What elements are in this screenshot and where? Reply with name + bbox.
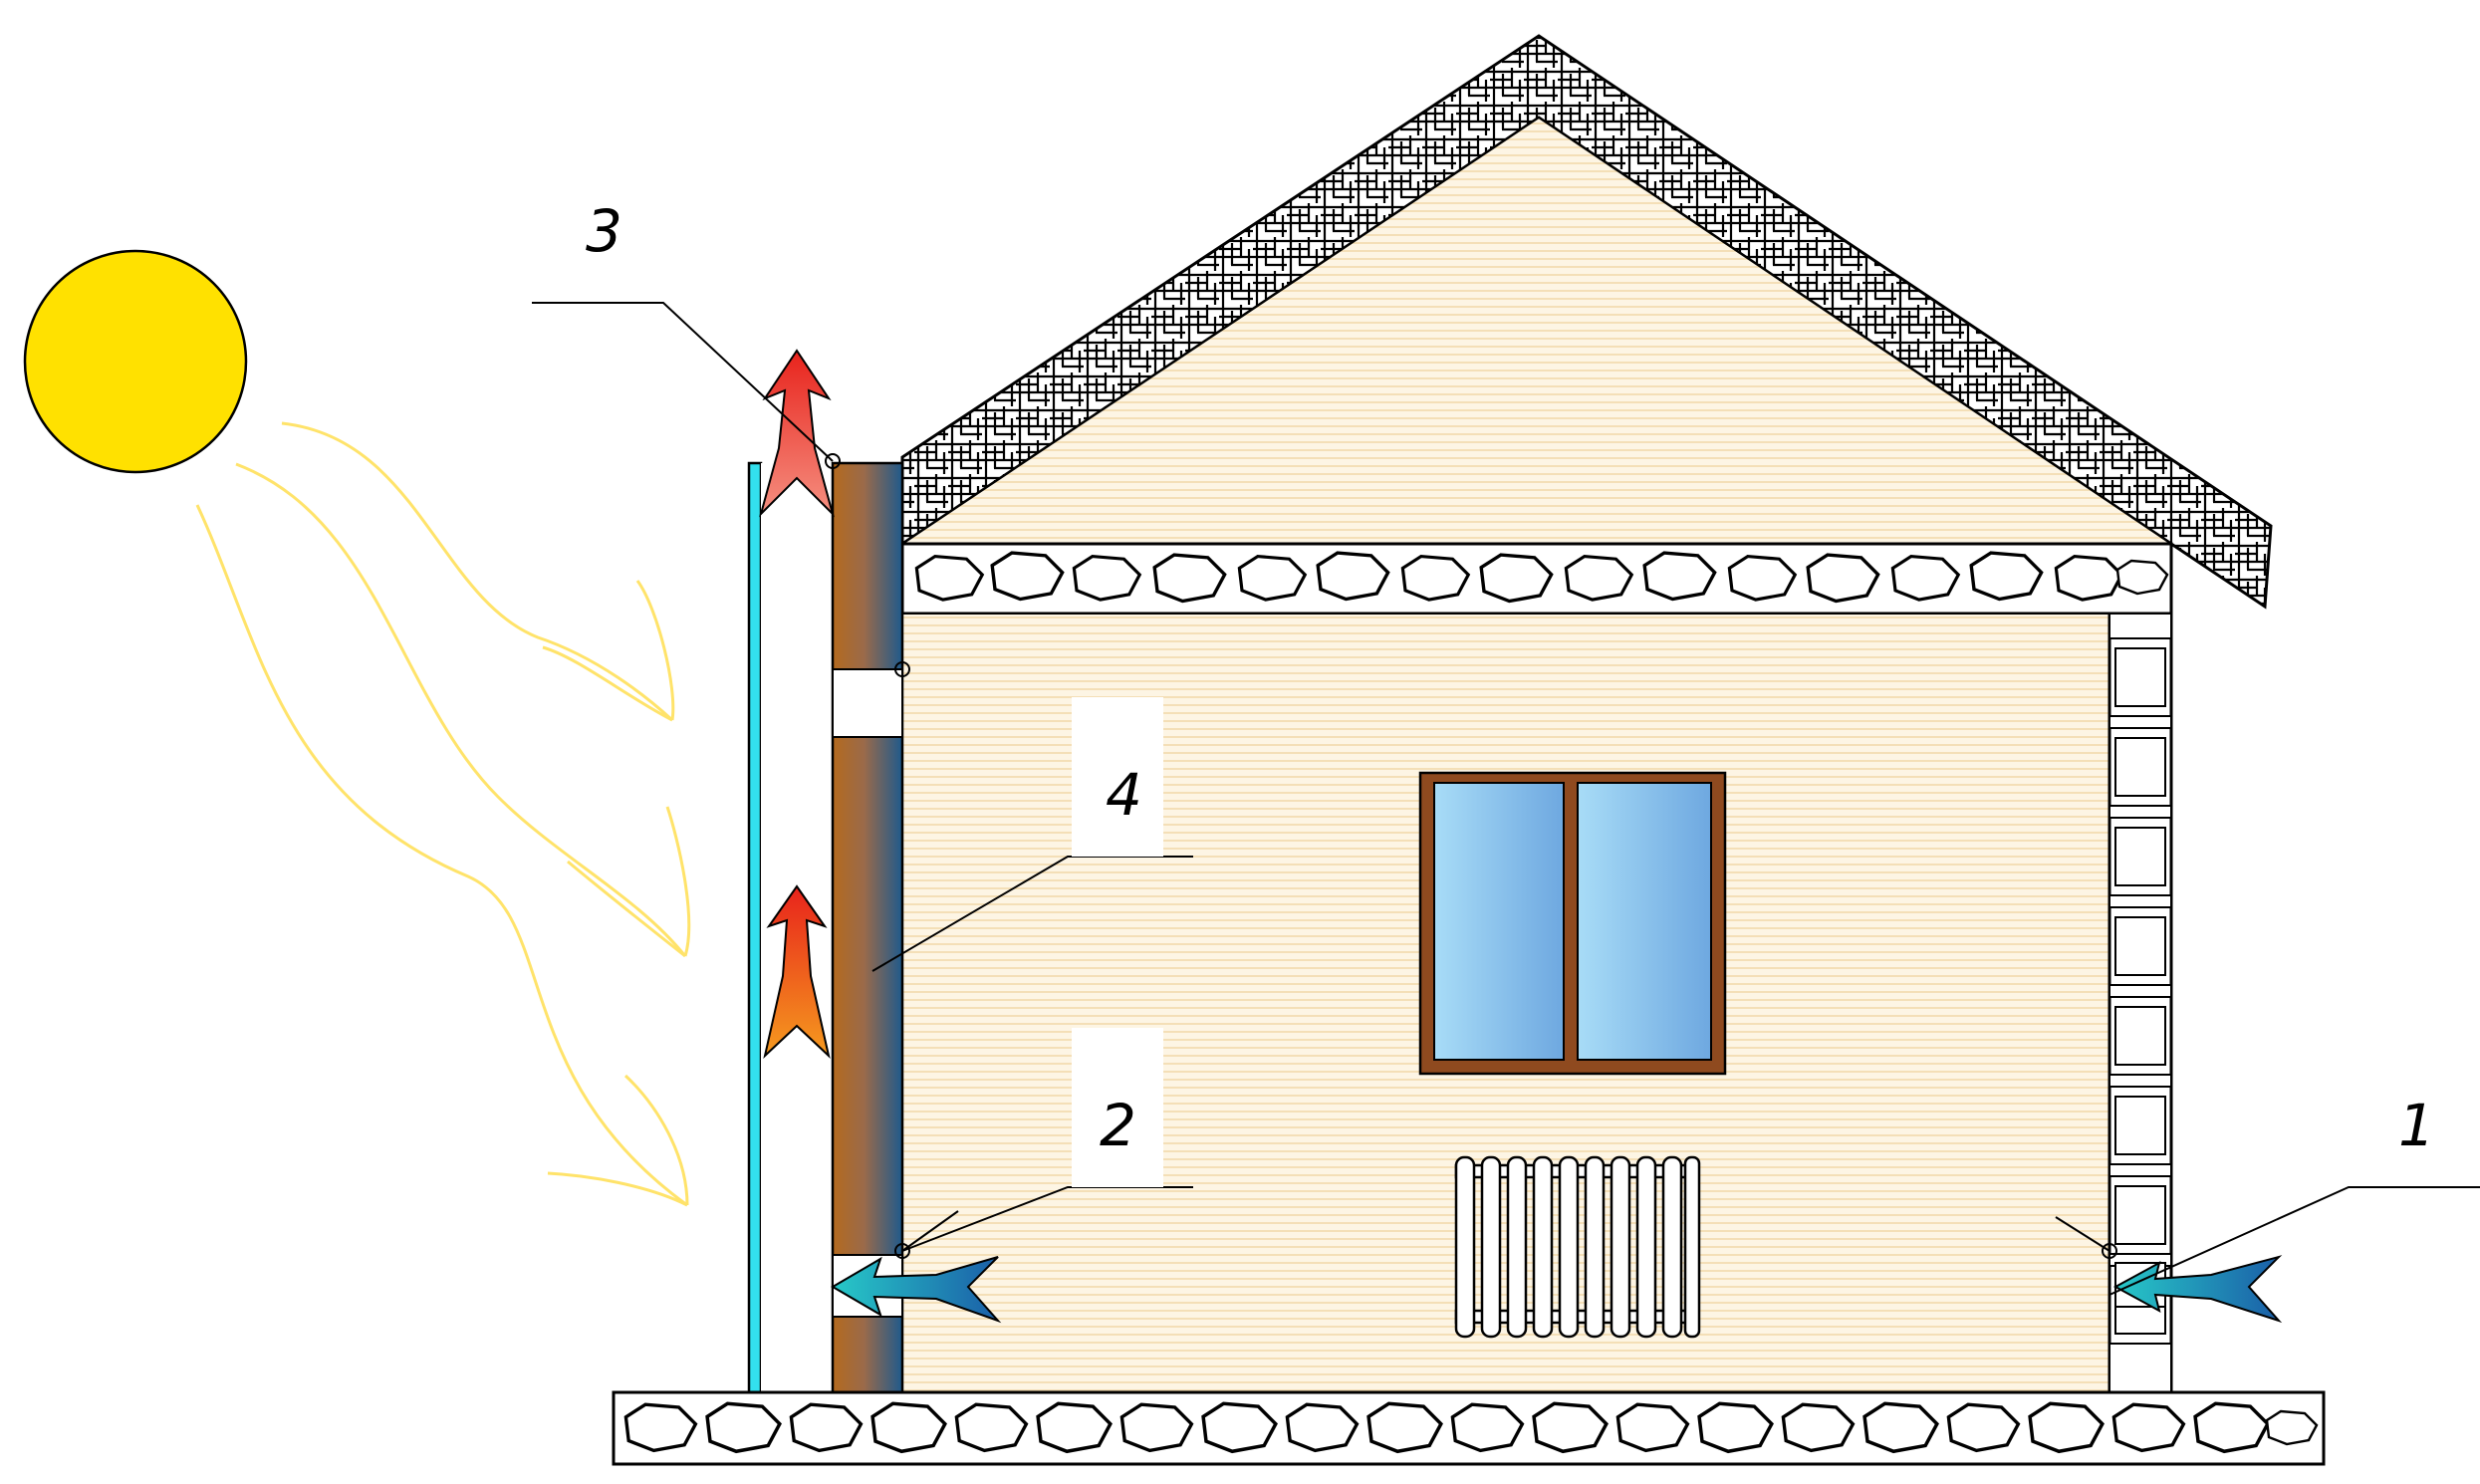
- stone-belt: [900, 542, 2173, 616]
- brick-column: [2108, 612, 2173, 1394]
- warm-air-arrow-icon: [759, 349, 835, 518]
- roof: [898, 34, 2273, 610]
- radiator-icon: [1454, 1155, 1701, 1339]
- absorber-wall: [831, 461, 904, 1394]
- callout-4: 4: [1106, 761, 1142, 829]
- callout-3: 3: [586, 197, 622, 265]
- window-icon: [1418, 771, 1727, 1076]
- cool-air-arrow-icon: [831, 1256, 1002, 1324]
- foundation: [612, 1390, 2326, 1466]
- sun-icon: [23, 249, 248, 474]
- callout-1: 1: [2398, 1092, 2435, 1159]
- sun-rays: [195, 421, 691, 1207]
- upper-vent: [832, 668, 903, 738]
- glass-panel: [747, 461, 763, 1394]
- warm-air-arrow-icon: [763, 884, 831, 1059]
- callout-2: 2: [1100, 1092, 1136, 1159]
